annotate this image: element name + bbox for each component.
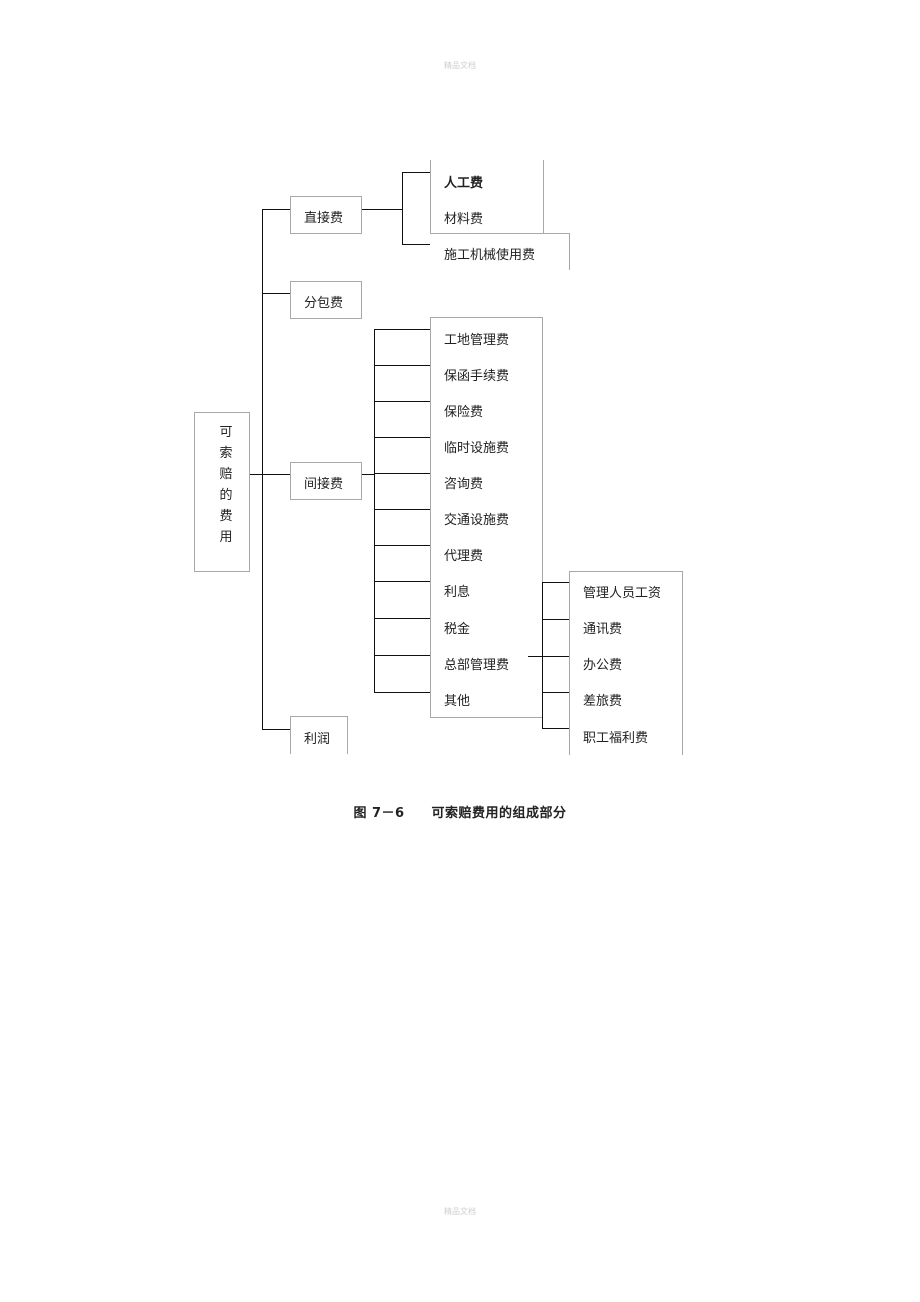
indirect-cost-label: 间接费: [304, 477, 344, 492]
direct-connector: [362, 209, 402, 210]
indirect-items-box: [430, 317, 543, 718]
indirect-cost-box: [290, 462, 362, 500]
indirect-cost-branch: [262, 474, 290, 475]
direct-cost-branch: [262, 209, 290, 210]
subcontract-cost-box: [290, 281, 362, 319]
indirect-item: 其他: [444, 694, 471, 709]
indirect-item: 工地管理费: [444, 333, 510, 348]
root-box: [194, 412, 250, 572]
indirect-item-tick: [374, 581, 430, 582]
direct-item-tick: [402, 172, 430, 173]
indirect-item-tick: [374, 655, 430, 656]
indirect-item-tick: [374, 401, 430, 402]
hq-item: 通讯费: [583, 622, 623, 637]
hq-connector: [528, 656, 542, 657]
direct-item: 材料费: [444, 212, 484, 227]
indirect-item-tick: [374, 437, 430, 438]
direct-item: 人工费: [444, 176, 484, 191]
hq-bracket: [542, 582, 543, 728]
indirect-item: 利息: [444, 585, 471, 600]
indirect-item: 保函手续费: [444, 369, 510, 384]
direct-item-tick: [402, 244, 430, 245]
indirect-item: 交通设施费: [444, 513, 510, 528]
watermark-top: 精品文档: [444, 61, 476, 70]
direct-cost-label: 直接费: [304, 211, 344, 226]
direct-items-box-ext: [430, 233, 570, 270]
direct-items-box: [430, 160, 544, 234]
main-trunk-line: [262, 209, 263, 729]
indirect-item-tick: [374, 509, 430, 510]
root-label: 可索赔的费用: [219, 425, 233, 545]
hq-item: 职工福利费: [583, 731, 649, 746]
direct-cost-box: [290, 196, 362, 234]
subcontract-cost-label: 分包费: [304, 296, 344, 311]
indirect-item-tick: [374, 545, 430, 546]
indirect-connector: [362, 474, 374, 475]
indirect-item: 税金: [444, 622, 471, 637]
indirect-item-tick: [374, 692, 430, 693]
hq-item: 差旅费: [583, 694, 623, 709]
hq-item: 管理人员工资: [583, 586, 662, 601]
figure-caption: 图 7－6 可索赔费用的组成部分: [353, 806, 567, 821]
indirect-item-tick: [374, 473, 430, 474]
indirect-item-tick: [374, 365, 430, 366]
indirect-bracket: [374, 329, 375, 693]
hq-item-tick: [542, 692, 569, 693]
hq-item-tick: [542, 728, 569, 729]
indirect-item: 临时设施费: [444, 441, 510, 456]
watermark-bottom: 精品文档: [444, 1207, 476, 1216]
profit-label: 利润: [304, 732, 331, 747]
hq-items-box: [569, 571, 683, 755]
hq-item-tick: [542, 656, 569, 657]
hq-item: 办公费: [583, 658, 623, 673]
indirect-item-tick: [374, 329, 430, 330]
indirect-item: 保险费: [444, 405, 484, 420]
subcontract-cost-branch: [262, 293, 290, 294]
indirect-item: 总部管理费: [444, 658, 510, 673]
hq-item-tick: [542, 582, 569, 583]
direct-item: 施工机械使用费: [444, 248, 536, 263]
root-connector: [250, 474, 262, 475]
hq-item-tick: [542, 619, 569, 620]
profit-box: [290, 716, 348, 754]
profit-branch: [262, 729, 290, 730]
indirect-item: 咨询费: [444, 477, 484, 492]
indirect-item-tick: [374, 618, 430, 619]
direct-bracket: [402, 172, 403, 244]
indirect-item: 代理费: [444, 549, 484, 564]
